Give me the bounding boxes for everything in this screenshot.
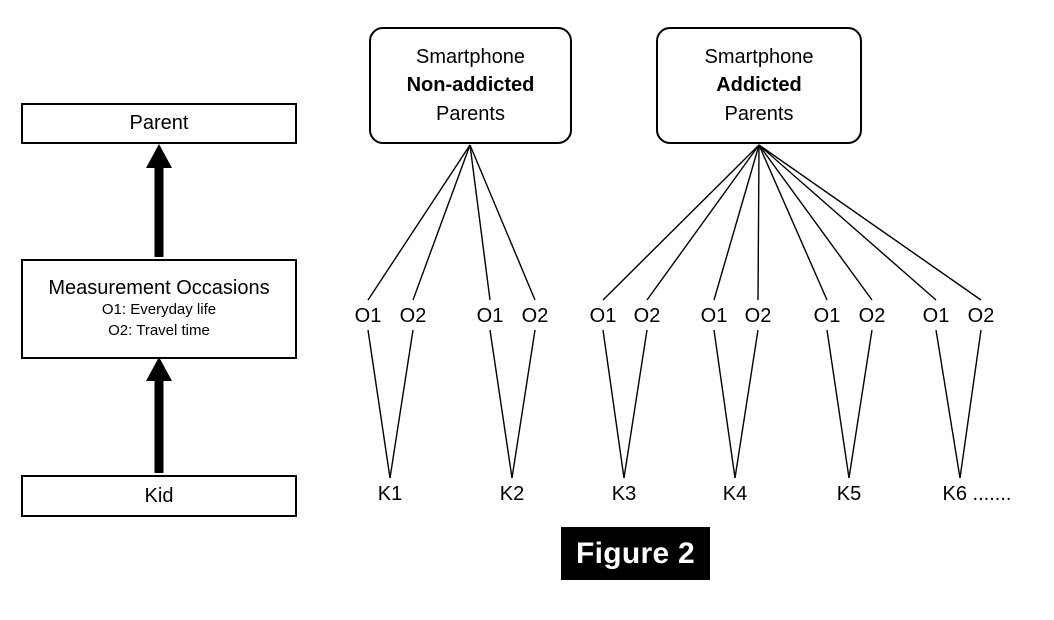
occasion-label-o1-0: O1 (354, 305, 382, 327)
hierarchy-connectors (367, 144, 982, 479)
fanout-line-addicted-3 (713, 144, 760, 301)
kid-label-k1: K1 (377, 483, 403, 505)
group-addicted-line-2: Addicted (716, 74, 802, 97)
kid-label-k5: K5 (836, 483, 862, 505)
legend-arrow-measurement-to-parent (146, 144, 172, 257)
occasion-to-kid-line-7 (734, 329, 759, 479)
occasion-label-o2-9: O2 (858, 305, 886, 327)
occasion-to-kid-line-8 (826, 329, 850, 479)
group-addicted-line-3: Parents (724, 102, 794, 125)
group-box-non-addicted-parents: Smartphone Non-addicted Parents (369, 27, 572, 144)
fanout-line-nonaddicted-1 (367, 144, 471, 301)
legend-measurement-title: Measurement Occasions (48, 277, 270, 300)
occasion-to-kid-line-1 (389, 329, 414, 479)
fanout-line-addicted-8 (758, 144, 982, 301)
fanout-line-addicted-7 (758, 144, 937, 301)
occasion-to-kid-line-2 (489, 329, 513, 479)
legend-measurement-line-o2: O2: Travel time (108, 321, 210, 339)
group-nonaddicted-line-1: Smartphone (416, 45, 525, 68)
occasion-to-kid-line-6 (713, 329, 736, 479)
legend-box-parent: Parent (21, 103, 297, 144)
occasion-to-kid-line-0 (367, 329, 391, 479)
occasion-to-kid-line-11 (959, 329, 982, 479)
kid-label-k2: K2 (499, 483, 525, 505)
occasion-label-o2-3: O2 (521, 305, 549, 327)
occasion-label-o2-7: O2 (744, 305, 772, 327)
fanout-line-addicted-4 (757, 144, 760, 301)
fanout-line-nonaddicted-2 (412, 144, 471, 301)
occasion-to-kid-line-5 (623, 329, 648, 479)
fanout-line-nonaddicted-3 (469, 144, 491, 301)
occasion-to-kid-line-9 (848, 329, 873, 479)
kid-label-k6: K6 ....... (942, 483, 1012, 505)
occasion-to-kid-line-10 (935, 329, 961, 479)
occasion-to-kid-line-3 (511, 329, 536, 479)
legend-parent-title: Parent (129, 112, 189, 134)
occasion-label-o1-8: O1 (813, 305, 841, 327)
legend-kid-title: Kid (144, 484, 174, 507)
occasion-label-o2-11: O2 (967, 305, 995, 327)
legend-arrow-kid-to-measurement (146, 357, 172, 473)
group-nonaddicted-line-2: Non-addicted (406, 74, 535, 97)
occasion-label-o1-10: O1 (922, 305, 950, 327)
figure-caption: Figure 2 (561, 527, 710, 580)
fanout-line-addicted-2 (646, 144, 760, 301)
group-box-addicted-parents: Smartphone Addicted Parents (656, 27, 862, 144)
legend-measurement-line-o1: O1: Everyday life (101, 301, 217, 319)
legend-box-measurement-occasions: Measurement Occasions O1: Everyday life … (21, 259, 297, 359)
legend-box-kid: Kid (21, 475, 297, 517)
occasion-label-o1-2: O1 (476, 305, 504, 327)
occasion-label-o1-6: O1 (700, 305, 728, 327)
kid-label-k3: K3 (611, 483, 637, 505)
occasion-label-o2-1: O2 (399, 305, 427, 327)
fanout-line-nonaddicted-4 (469, 144, 536, 301)
fanout-line-addicted-6 (758, 144, 873, 301)
fanout-line-addicted-1 (602, 144, 760, 301)
kid-label-k4: K4 (722, 483, 748, 505)
occasion-label-o1-4: O1 (589, 305, 617, 327)
occasion-label-o2-5: O2 (633, 305, 661, 327)
group-addicted-line-1: Smartphone (704, 45, 814, 68)
occasion-to-kid-line-4 (602, 329, 625, 479)
group-nonaddicted-line-3: Parents (436, 102, 505, 125)
fanout-line-addicted-5 (758, 144, 828, 301)
